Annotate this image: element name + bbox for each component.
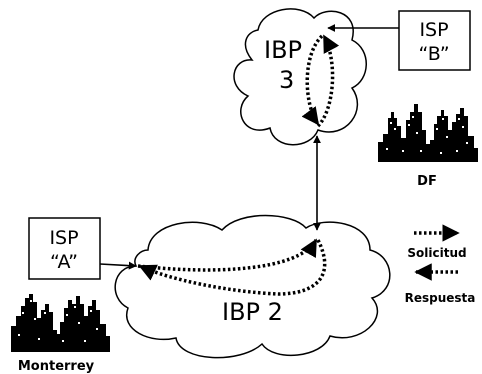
isp-a-box: ISP “A”	[28, 217, 101, 280]
monterrey-city-label: Monterrey	[18, 359, 95, 374]
legend-response-label: Respuesta	[405, 291, 476, 305]
isp-b-label-line1: ISP	[419, 19, 448, 41]
ibp3-label-line1: IBP	[264, 36, 302, 64]
isp-b-label-line2: “B”	[418, 43, 449, 65]
isp-a-label-line2: “A”	[50, 251, 78, 273]
ibp3-cloud: IBP 3	[233, 8, 367, 146]
ibp3-label-line2: 3	[279, 66, 294, 94]
df-skyline-icon	[378, 104, 478, 162]
ibp3-request-path	[301, 34, 324, 126]
ibp2-cloud: IBP 2	[114, 214, 391, 359]
ibp2-request-path	[137, 238, 318, 272]
df-city-label: DF	[417, 174, 437, 189]
link-isp-a-to-ibp2	[99, 261, 137, 270]
isp-a-label-line1: ISP	[49, 227, 78, 249]
monterrey-skyline-icon	[11, 294, 110, 352]
ibp2-label: IBP 2	[222, 298, 283, 326]
ibp2-response-path	[138, 239, 327, 296]
isp-b-box: ISP “B”	[398, 10, 471, 71]
legend-request-label: Solicitud	[407, 246, 466, 260]
legend: Solicitud Respuesta	[405, 224, 476, 305]
